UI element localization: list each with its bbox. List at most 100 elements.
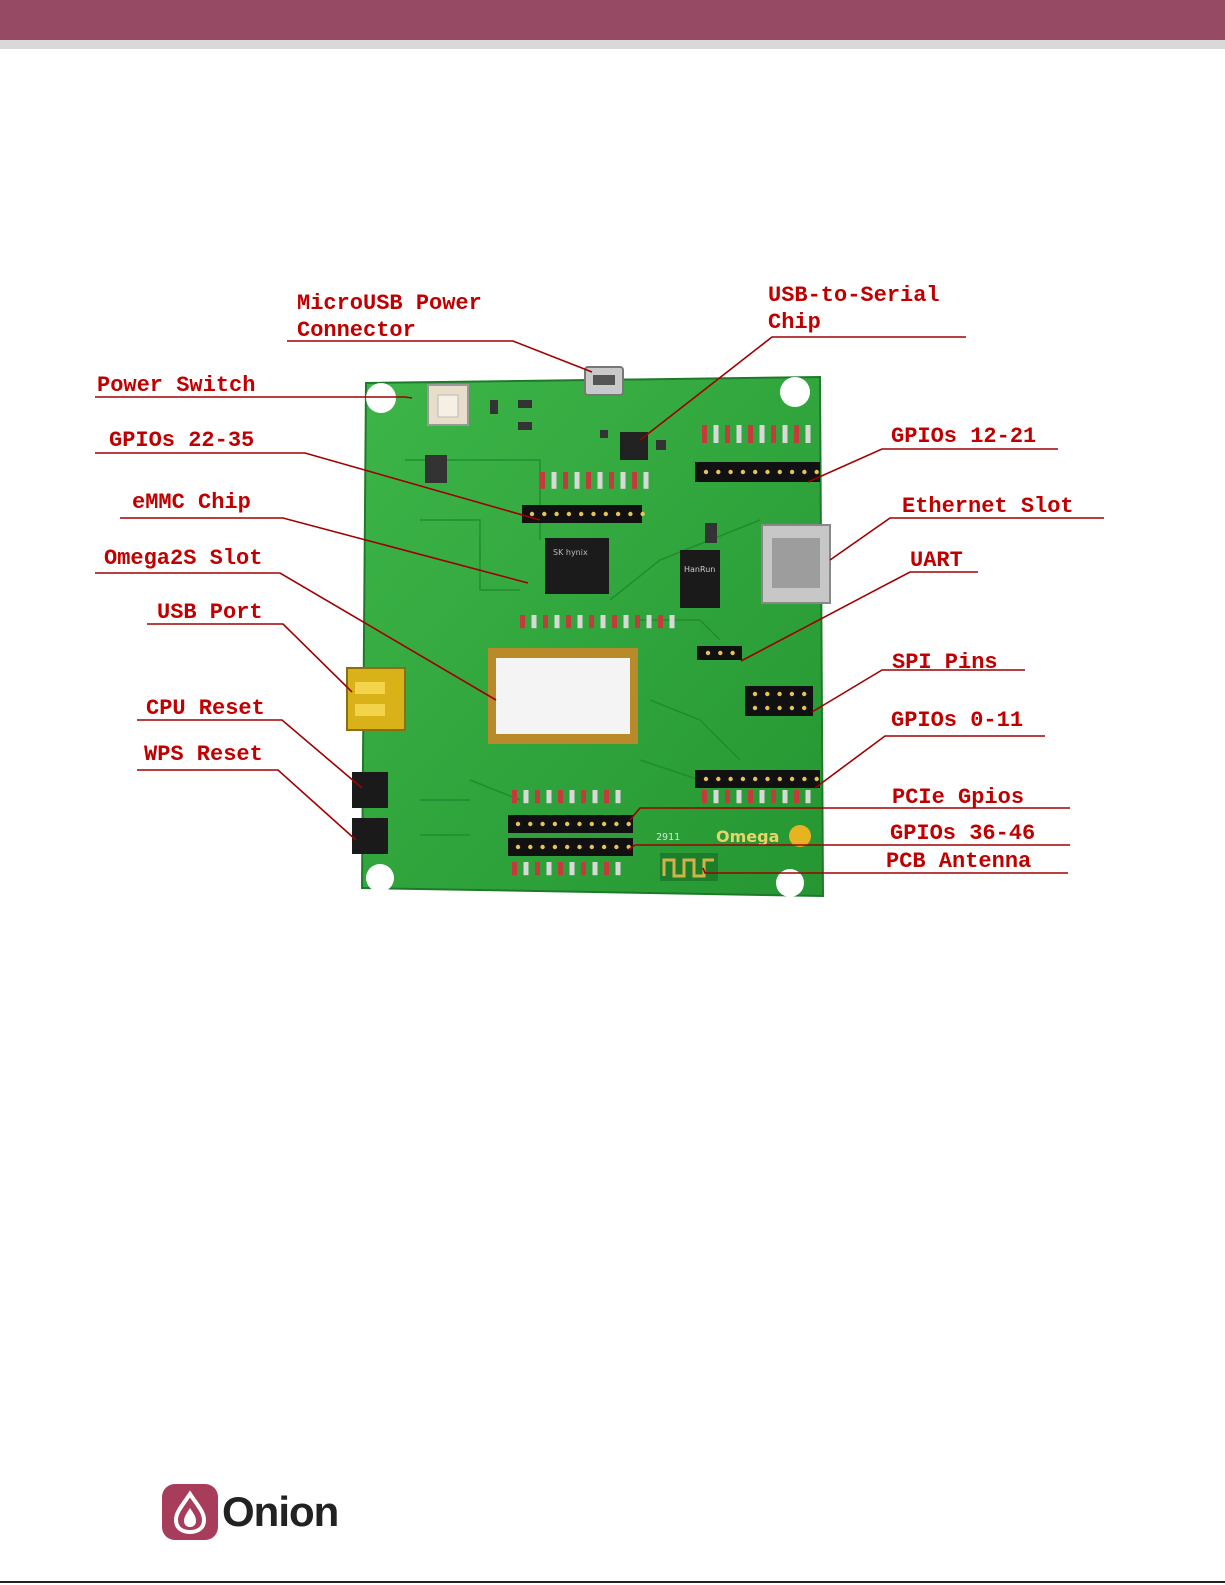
label-gpios-0-11: GPIOs 0-11 (891, 707, 1023, 734)
emmc-chip (545, 538, 609, 594)
leader-usb-port (147, 624, 352, 692)
smd-component (532, 615, 537, 628)
footer-rule (0, 1581, 1225, 1583)
smd-component (702, 425, 707, 443)
smd-component (616, 862, 621, 875)
pin (753, 692, 757, 696)
label-ethernet-slot: Ethernet Slot (902, 493, 1074, 520)
pin (815, 470, 819, 474)
pin (554, 512, 558, 516)
pin (567, 512, 571, 516)
leader-wps-reset (137, 770, 356, 840)
pin (802, 692, 806, 696)
pin (641, 512, 645, 516)
smd-component (520, 615, 525, 628)
pin (765, 706, 769, 710)
mount-hole-bl (366, 864, 394, 892)
pin (516, 822, 520, 826)
pin (765, 692, 769, 696)
pin (616, 512, 620, 516)
pin (530, 512, 534, 516)
pin (778, 777, 782, 781)
smd-component (547, 790, 552, 803)
pin (728, 777, 732, 781)
pin (602, 822, 606, 826)
pin (614, 822, 618, 826)
smd-component (670, 615, 675, 628)
pin (614, 845, 618, 849)
pin (718, 651, 722, 655)
smd-component (748, 790, 753, 803)
pin (741, 470, 745, 474)
pin (790, 706, 794, 710)
pin (553, 845, 557, 849)
svg-text:2911: 2911 (656, 832, 680, 843)
pin (577, 845, 581, 849)
pin (790, 777, 794, 781)
smd-component (771, 425, 776, 443)
smd-component (535, 790, 540, 803)
pin (528, 822, 532, 826)
pin (577, 822, 581, 826)
smd-component (783, 425, 788, 443)
smd-component (760, 790, 765, 803)
smd-component (616, 790, 621, 803)
cpu-reset-button (352, 772, 388, 808)
leader-microusb (287, 341, 592, 372)
smd-component (589, 615, 594, 628)
pin (741, 777, 745, 781)
smd-component (593, 862, 598, 875)
smd-component (586, 472, 591, 489)
pin (753, 777, 757, 781)
onion-logo-mark (162, 1484, 218, 1540)
smd-component (632, 472, 637, 489)
label-omega2s-slot: Omega2S Slot (104, 545, 262, 572)
pin (753, 470, 757, 474)
smd-component (635, 615, 640, 628)
pin (528, 845, 532, 849)
label-usb-to-serial-chip: USB-to-Serial Chip (768, 282, 940, 336)
smd-component (806, 425, 811, 443)
eth-marking: HanRun (684, 565, 715, 574)
smd-component (748, 425, 753, 443)
label-gpios-12-21: GPIOs 12-21 (891, 423, 1036, 450)
smd-component (581, 790, 586, 803)
onion-logo: Onion (162, 1484, 337, 1544)
pin (790, 470, 794, 474)
smd-component (737, 790, 742, 803)
smd-component (512, 862, 517, 875)
smd-component (725, 790, 730, 803)
pin (565, 822, 569, 826)
pin (778, 470, 782, 474)
pin (553, 822, 557, 826)
omega2s-slot (488, 648, 638, 744)
smd-component (547, 862, 552, 875)
smd-component (575, 472, 580, 489)
pin (602, 845, 606, 849)
leader-gpios-0-11 (815, 736, 1045, 788)
smd-component (570, 862, 575, 875)
pcb-antenna (660, 853, 718, 881)
label-usb-port: USB Port (157, 599, 263, 626)
pin (540, 845, 544, 849)
pin (590, 845, 594, 849)
pin (565, 845, 569, 849)
pin (704, 777, 708, 781)
label-wps-reset: WPS Reset (144, 741, 263, 768)
header-gpios-12-21 (695, 462, 820, 482)
smd-component (794, 425, 799, 443)
pin (579, 512, 583, 516)
label-spi-pins: SPI Pins (892, 649, 998, 676)
smd-component (714, 790, 719, 803)
smd-component (540, 472, 545, 489)
onion-logo-text: Onion (222, 1488, 338, 1536)
smd-component (783, 790, 788, 803)
pin (716, 777, 720, 781)
label-uart: UART (910, 547, 963, 574)
svg-text:Omega: Omega (716, 827, 779, 846)
label-emmc-chip: eMMC Chip (132, 489, 251, 516)
wps-reset-button (352, 818, 388, 854)
ethernet-transformer (680, 550, 720, 608)
pin (790, 692, 794, 696)
smd-component (771, 790, 776, 803)
